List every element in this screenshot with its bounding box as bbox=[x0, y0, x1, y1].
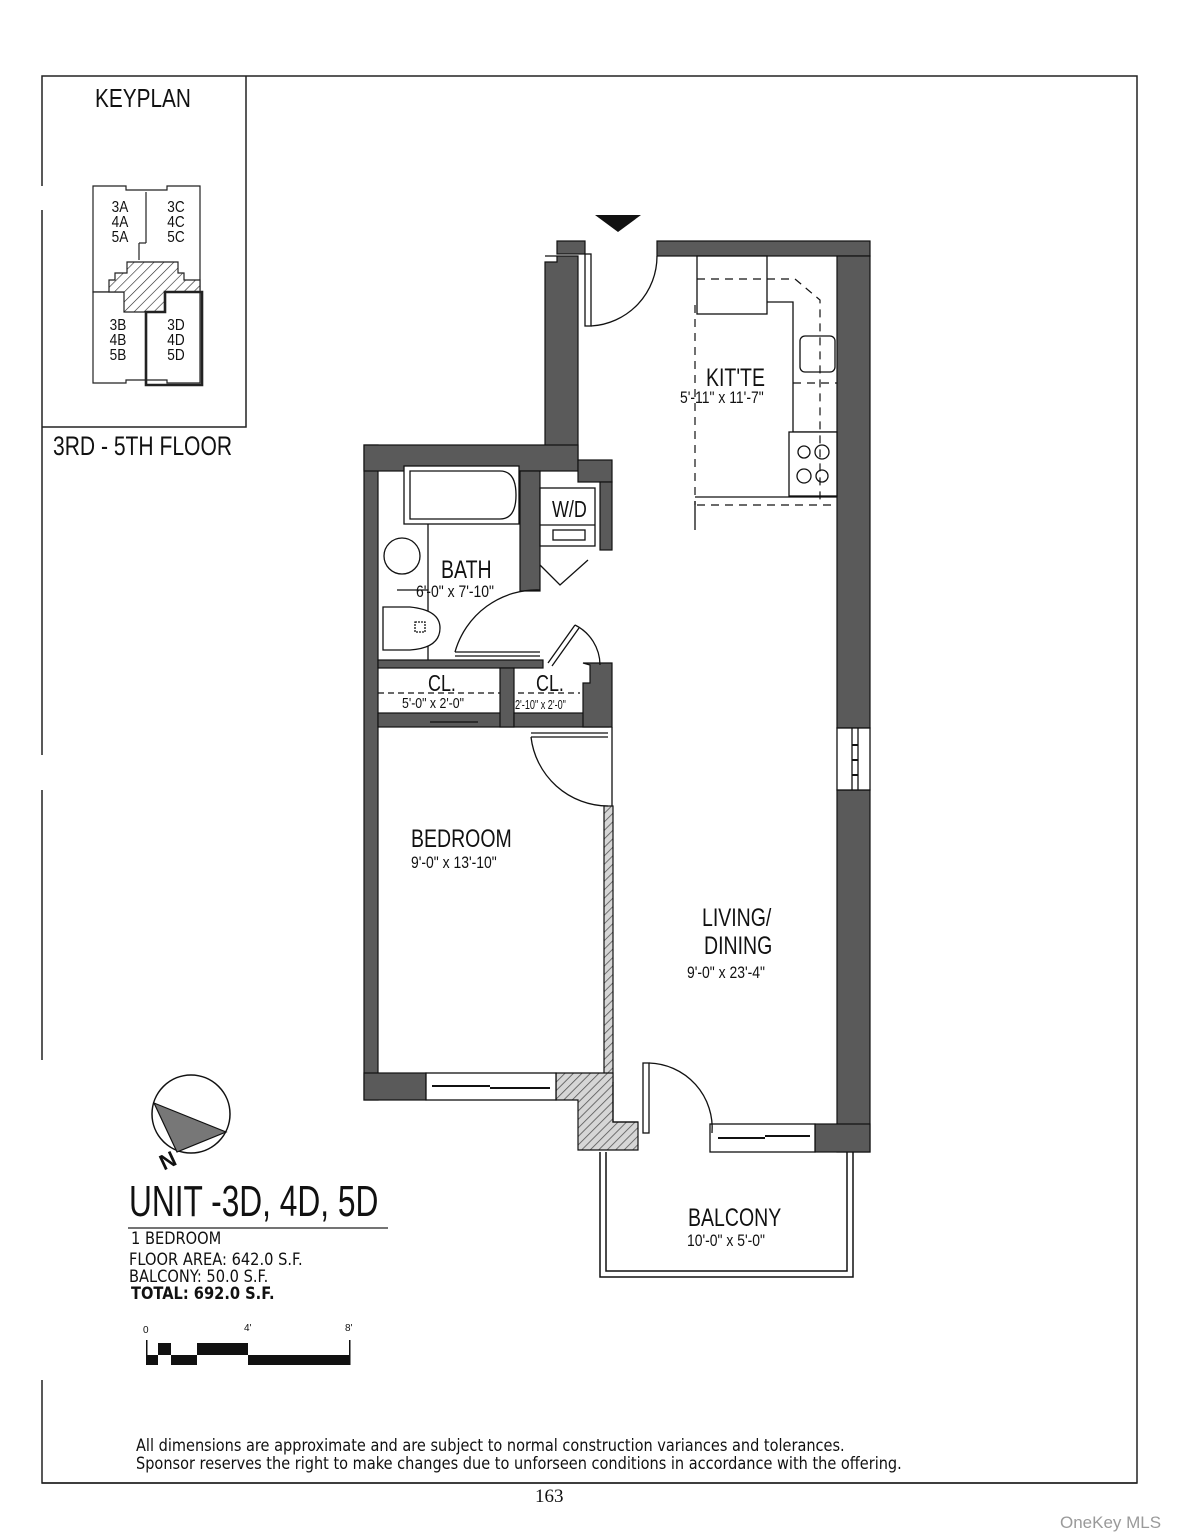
closet-1-label: CL. bbox=[428, 670, 456, 696]
living-label-line2: DINING bbox=[704, 932, 773, 960]
kitchen-label: KIT'TE bbox=[706, 364, 765, 392]
unit-type: 1 BEDROOM bbox=[131, 1229, 222, 1249]
bath-label: BATH bbox=[441, 556, 492, 584]
balcony-dims: 10'-0" x 5'-0" bbox=[687, 1231, 765, 1250]
floor-area: FLOOR AREA: 642.0 S.F. bbox=[129, 1250, 303, 1270]
balcony-area: BALCONY: 50.0 S.F. bbox=[129, 1267, 269, 1287]
total-area: TOTAL: 692.0 S.F. bbox=[131, 1284, 275, 1304]
hatched-column bbox=[555, 1072, 639, 1151]
scale-tick-8: 8' bbox=[345, 1323, 353, 1334]
room-outlines bbox=[611, 727, 638, 1123]
disclaimer-line-2: Sponsor reserves the right to make chang… bbox=[136, 1454, 902, 1473]
kitchen-dims: 5'-11" x 11'-7" bbox=[680, 388, 764, 407]
bath-dims: 6'-0" x 7'-10" bbox=[416, 582, 494, 601]
disclaimer-line-1: All dimensions are approximate and are s… bbox=[136, 1436, 845, 1455]
closet-2-dims: 2'-10" x 2'-0" bbox=[515, 697, 566, 712]
kitchen-dashed-lines bbox=[694, 278, 837, 506]
fixtures bbox=[382, 255, 838, 660]
north-arrow-icon bbox=[151, 1074, 231, 1154]
page-number: 163 bbox=[535, 1486, 564, 1507]
scale-tick-0: 0 bbox=[143, 1325, 149, 1336]
closet-2-label: CL. bbox=[536, 670, 564, 696]
watermark: OneKey MLS bbox=[1060, 1513, 1162, 1532]
bedroom-dims: 9'-0" x 13'-10" bbox=[411, 853, 497, 872]
entry-arrow-icon bbox=[595, 215, 641, 232]
washer-dryer-label: W/D bbox=[552, 496, 587, 522]
closet-1-dims: 5'-0" x 2'-0" bbox=[402, 695, 464, 712]
keyplan-title: KEYPLAN bbox=[95, 83, 191, 113]
balcony-outline bbox=[599, 1152, 854, 1278]
page-frame bbox=[41, 75, 1138, 1484]
keyplan-diagram bbox=[92, 185, 204, 387]
living-dims: 9'-0" x 23'-4" bbox=[687, 963, 765, 982]
bedroom-label: BEDROOM bbox=[411, 825, 512, 853]
openings bbox=[378, 253, 871, 1153]
keyplan-floor-label: 3RD - 5TH FLOOR bbox=[53, 431, 233, 461]
unit-title: UNIT -3D, 4D, 5D bbox=[129, 1177, 379, 1226]
living-label-line1: LIVING/ bbox=[702, 904, 772, 932]
balcony-label: BALCONY bbox=[688, 1204, 782, 1232]
scale-tick-4: 4' bbox=[244, 1323, 252, 1334]
scale-bar bbox=[146, 1340, 351, 1365]
